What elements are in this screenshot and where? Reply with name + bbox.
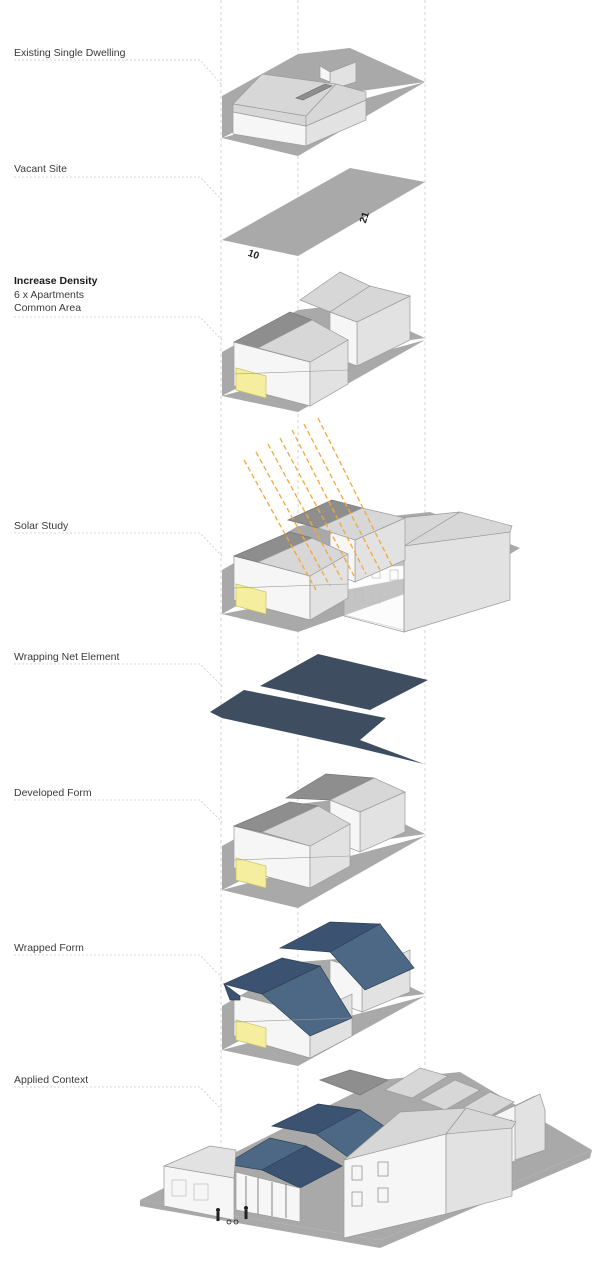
label-wrapping-net-element: Wrapping Net Element [14, 651, 120, 663]
developed-form-model [222, 773, 425, 908]
label-increase-density: Increase Density 6 x Apartments Common A… [14, 275, 97, 316]
sun-rays [243, 417, 393, 591]
label-developed-form: Developed Form [14, 787, 92, 799]
label-increase-density-title: Increase Density [14, 275, 98, 287]
existing-single-dwelling-model [222, 48, 425, 156]
site-dim-10: 10 [246, 248, 261, 262]
solar-study-model [222, 417, 520, 633]
label-apartments: 6 x Apartments [14, 288, 85, 301]
label-wrapped-form: Wrapped Form [14, 942, 84, 954]
vacant-site-model: 10 21 [222, 168, 425, 262]
wrapping-net-element-model [210, 654, 428, 764]
label-common-area: Common Area [14, 302, 82, 314]
label-vacant-site: Vacant Site [14, 163, 67, 175]
label-applied-context: Applied Context [14, 1074, 89, 1086]
label-existing-single-dwelling: Existing Single Dwelling [14, 47, 126, 59]
label-leaders [14, 59, 223, 1111]
wrapped-form-model [222, 921, 425, 1066]
increase-density-model [222, 271, 425, 412]
label-solar-study: Solar Study [14, 520, 69, 532]
applied-context-model [140, 1067, 592, 1248]
people-silhouettes [216, 1206, 248, 1225]
site-dim-21: 21 [358, 210, 372, 224]
